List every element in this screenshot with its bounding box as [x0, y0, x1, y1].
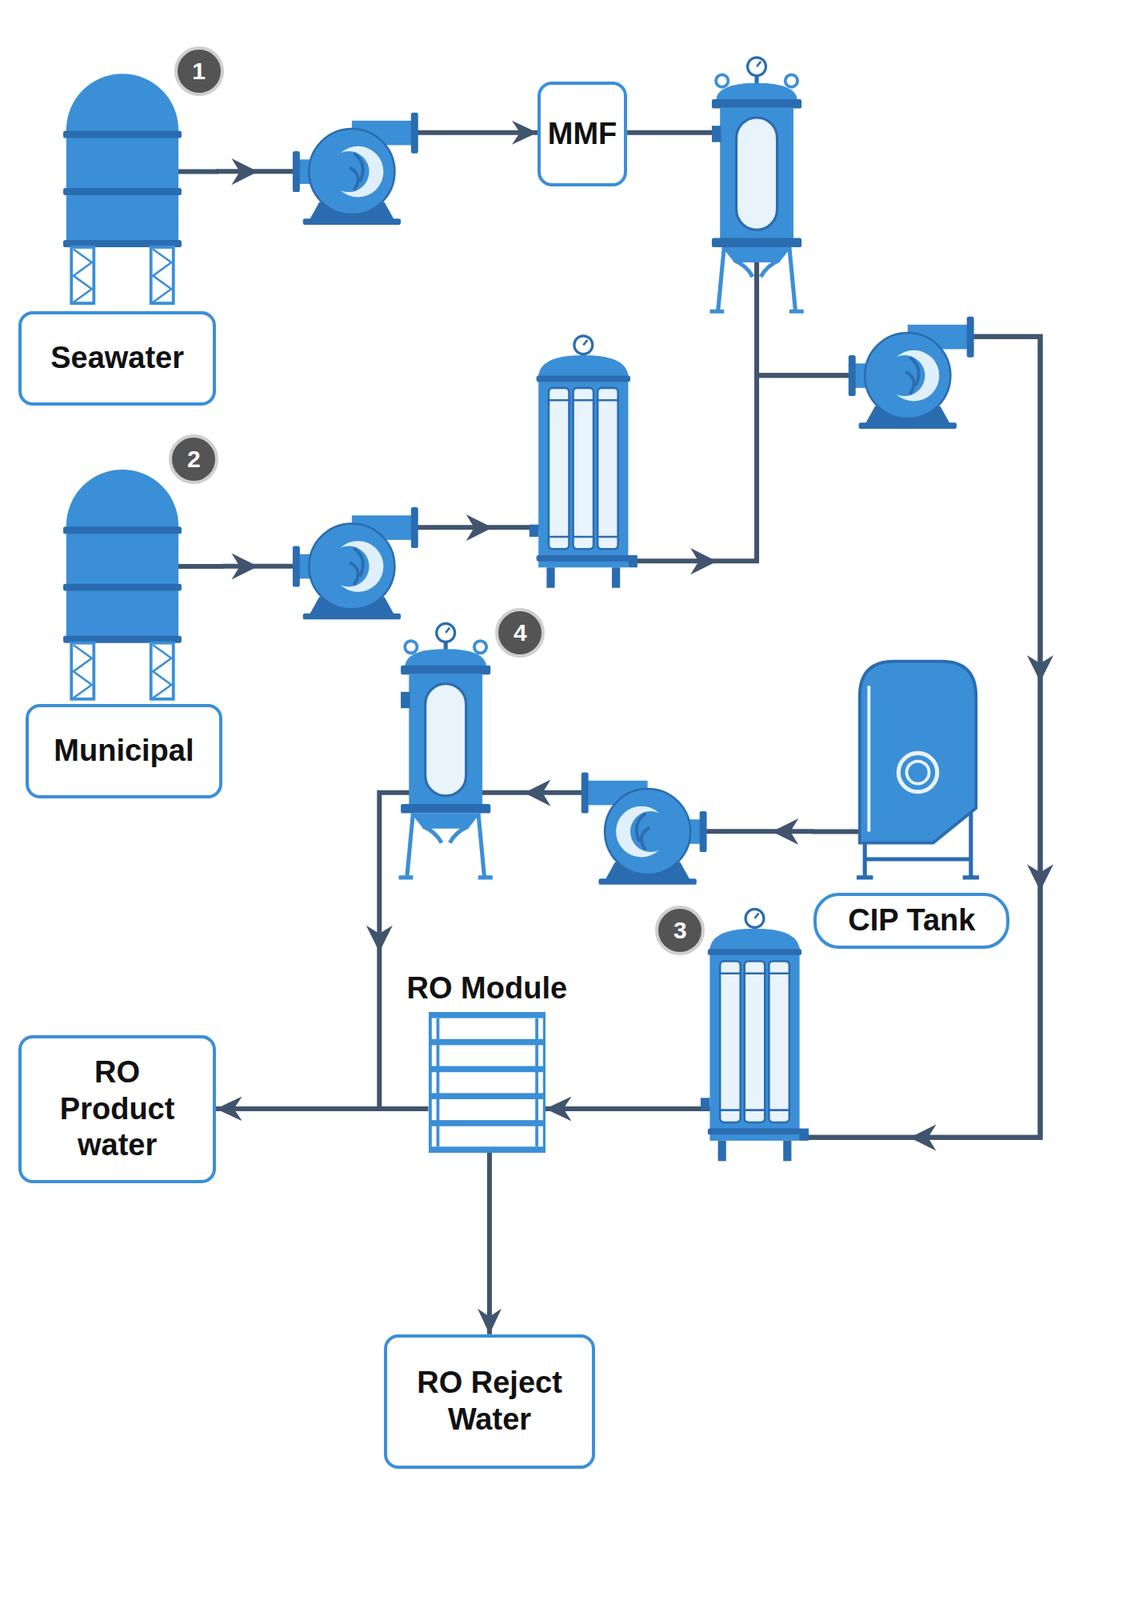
rack-shelf [428, 1039, 547, 1046]
flow-chevron [1027, 655, 1054, 682]
node-label: RO Reject Water [387, 1364, 592, 1438]
callout-number: 3 [673, 918, 688, 943]
process-box: MMF [537, 81, 628, 187]
pipe-stub [173, 563, 225, 569]
seawater-tank [63, 73, 182, 304]
flow-chevron [231, 158, 258, 185]
flow-chevron [231, 552, 258, 580]
label-box: Seawater [18, 311, 216, 407]
node-label: RO Product water [41, 1054, 194, 1164]
pipe-stub [811, 829, 865, 835]
callout-number: 4 [513, 620, 528, 645]
flow-chevron [1027, 863, 1054, 891]
node-label: Seawater [50, 339, 184, 377]
callout-number: 1 [191, 59, 206, 84]
cip-pump [581, 772, 708, 885]
source-node: Seawater [18, 73, 216, 407]
process-box: RO Reject Water [383, 1334, 596, 1469]
rack-shelf [428, 1092, 547, 1100]
node-label: Municipal [53, 732, 194, 770]
ro-module: RO Module [428, 1011, 547, 1153]
flow-chevron [366, 925, 393, 952]
rack-shelf [428, 1119, 547, 1127]
rack-frame [429, 1013, 544, 1151]
rack-shelf [428, 1146, 547, 1153]
flow-chevron [771, 818, 799, 845]
pipe-stubs [173, 171, 865, 832]
flow-chevron [523, 779, 551, 806]
ro-rack-symbol [428, 1011, 547, 1153]
cip-bag-filter [399, 623, 493, 877]
cip-tank-symbol [856, 661, 980, 878]
pipe-connector [487, 1152, 492, 1335]
node-label: CIP Tank [847, 902, 976, 940]
node-label: MMF [547, 115, 618, 153]
callout-badge: 2 [168, 434, 219, 484]
pipe-connector [215, 1106, 428, 1112]
bag-filter [709, 57, 804, 312]
node-label: RO Module [407, 970, 568, 1008]
callout-number: 2 [187, 447, 201, 472]
label-box: CIP Tank [813, 892, 1010, 950]
pipe-stub [173, 169, 219, 175]
pipe-connector [222, 336, 1041, 1138]
cartridge-filter [529, 335, 638, 588]
process-box: RO Product water [18, 1035, 216, 1183]
rack-shelf [428, 1065, 547, 1072]
cartridge-filter [700, 908, 809, 1161]
label-box: Municipal [25, 703, 223, 800]
municipal-pump [292, 507, 419, 620]
rack-post [437, 1017, 537, 1147]
flow-chevron [466, 514, 493, 541]
callout-badge: 4 [495, 607, 545, 658]
seawater-pump [292, 112, 419, 225]
callout-badge: 3 [655, 905, 705, 956]
municipal-tank [63, 469, 182, 700]
flow-chevron [690, 547, 717, 575]
source-node: Municipal [25, 469, 223, 800]
callout-badge: 1 [174, 46, 224, 96]
source-node: CIP Tank [813, 652, 1010, 949]
feed-pump [848, 316, 975, 429]
flow-chevron [909, 1123, 936, 1151]
rack-shelf [428, 1011, 547, 1019]
